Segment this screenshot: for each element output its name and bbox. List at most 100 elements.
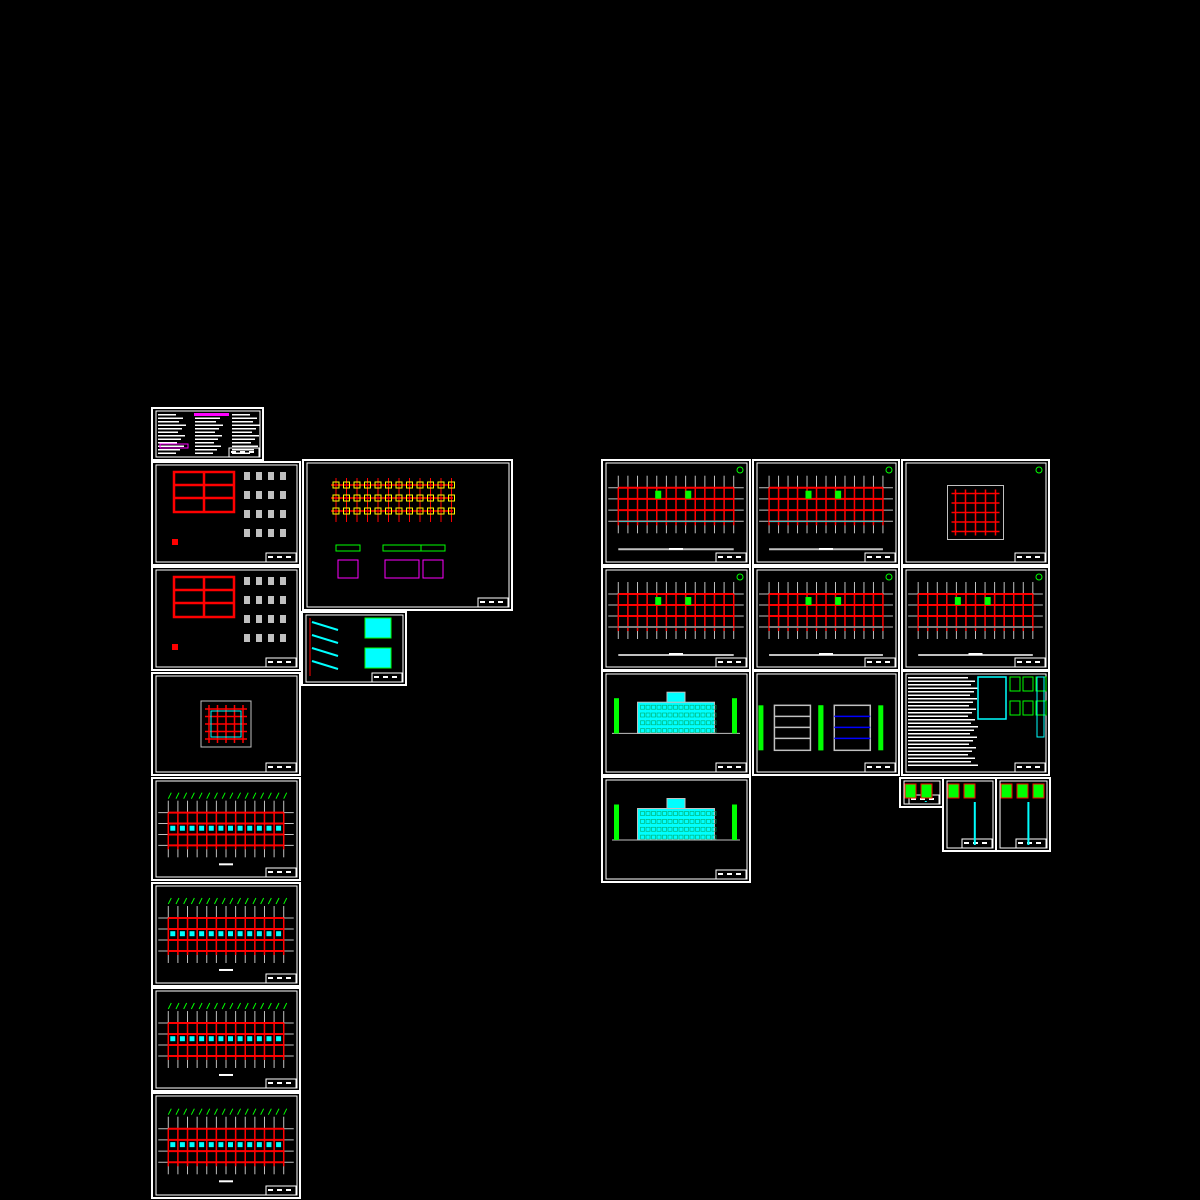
- window: [651, 704, 656, 710]
- beam-label: [208, 825, 214, 831]
- drawing-sheet-elevation[interactable]: [601, 776, 751, 883]
- sheet-border: [601, 670, 751, 776]
- title-block-frame: [265, 973, 297, 984]
- window: [640, 811, 645, 816]
- drawing-sheet-beam-plan[interactable]: [151, 777, 301, 881]
- title-block-text: [867, 766, 872, 768]
- title-block-text: [1018, 842, 1023, 844]
- note-text-line: [232, 452, 250, 454]
- window: [684, 819, 689, 824]
- beam-label: [199, 931, 205, 937]
- window-detail: [1009, 676, 1021, 692]
- title-block-text: [489, 601, 494, 603]
- title-block: [228, 447, 260, 458]
- beam-label: [237, 825, 243, 831]
- note-text-line: [195, 449, 217, 451]
- title-block-text: [718, 556, 723, 558]
- column-section: [172, 644, 178, 650]
- leader-line: [167, 1002, 172, 1010]
- drawing-sheet-notes-schedule[interactable]: [901, 670, 1050, 776]
- window: [645, 834, 651, 840]
- drawing-sheet-floor-plan[interactable]: [601, 459, 751, 566]
- north-arrow-icon: [1035, 573, 1043, 581]
- footing: [385, 481, 392, 489]
- note-text-line: [908, 684, 971, 686]
- title-block-frame: [265, 1185, 297, 1196]
- drawing-sheet-floor-plan[interactable]: [901, 566, 1050, 671]
- title-block-frame: [371, 672, 403, 683]
- drawing-sheet-detail[interactable]: [995, 777, 1051, 852]
- title-block-text: [374, 676, 379, 678]
- title-block-frame: [265, 1078, 297, 1089]
- title-block-text: [920, 798, 925, 800]
- section-detail: [268, 615, 274, 623]
- title-block-text: [1017, 556, 1022, 558]
- window: [662, 834, 667, 840]
- note-text-line: [908, 757, 975, 759]
- drawing-sheet-detail[interactable]: [942, 777, 997, 852]
- beam-label: [237, 1142, 243, 1148]
- window: [662, 704, 667, 710]
- section-detail: [256, 510, 262, 518]
- drawing-sheet-floor-plan[interactable]: [752, 459, 900, 566]
- footing: [395, 494, 403, 502]
- window: [695, 826, 700, 832]
- drawing-sheet-notes[interactable]: [151, 407, 264, 461]
- drawing-sheet-detail[interactable]: [899, 777, 944, 808]
- window: [695, 704, 700, 710]
- window: [645, 728, 651, 733]
- leader-line: [275, 897, 280, 905]
- drawing-sheet-section[interactable]: [752, 670, 900, 776]
- drawing-sheet-floor-plan[interactable]: [601, 566, 751, 671]
- leader-line: [229, 792, 234, 799]
- note-text-line: [232, 417, 257, 419]
- drawing-sheet-beam-plan[interactable]: [151, 882, 301, 987]
- window: [711, 704, 717, 710]
- drawing-sheet-roof-plan[interactable]: [901, 459, 1050, 566]
- stair-core: [685, 597, 692, 606]
- title-block-text: [277, 556, 282, 558]
- window: [684, 834, 689, 840]
- schedule-column: [1036, 676, 1045, 738]
- footing: [406, 507, 413, 515]
- beam-label: [276, 1036, 282, 1042]
- window: [662, 728, 667, 733]
- footing: [343, 494, 350, 502]
- note-text-line: [908, 694, 970, 696]
- window: [673, 834, 678, 840]
- drawing-title: [219, 968, 233, 971]
- beam-label: [228, 825, 233, 831]
- window: [667, 826, 673, 832]
- drawing-sheet-stair-detail[interactable]: [301, 611, 407, 686]
- drawing-sheet-frame-elevation[interactable]: [151, 461, 301, 566]
- title-block-frame: [1014, 552, 1046, 563]
- window: [678, 826, 684, 832]
- section-detail: [256, 577, 262, 585]
- central-tower: [666, 798, 686, 809]
- leader-line: [283, 792, 288, 799]
- beam-label: [276, 1142, 282, 1148]
- title-block-text: [964, 842, 969, 844]
- window: [667, 819, 673, 824]
- window: [656, 704, 662, 710]
- drawing-sheet-frame-elevation[interactable]: [151, 566, 301, 671]
- sheet-border: [151, 461, 301, 566]
- leader-line: [214, 1002, 218, 1010]
- drawing-sheet-plan-small[interactable]: [151, 672, 301, 776]
- note-text-line: [158, 449, 180, 451]
- drawing-sheet-floor-plan[interactable]: [752, 566, 900, 671]
- drawing-sheet-beam-plan[interactable]: [151, 987, 301, 1092]
- stair-core: [655, 597, 662, 606]
- title-block: [715, 869, 747, 880]
- drawing-sheet-beam-plan[interactable]: [151, 1092, 301, 1199]
- note-text-line: [908, 764, 978, 766]
- level-markers: [878, 705, 884, 751]
- note-text-line: [908, 747, 976, 749]
- window: [689, 834, 695, 840]
- window: [673, 704, 678, 710]
- drawing-sheet-elevation[interactable]: [601, 670, 751, 776]
- leader-line: [167, 792, 172, 799]
- drawing-sheet-foundation[interactable]: [302, 459, 513, 611]
- beam-label: [247, 825, 253, 831]
